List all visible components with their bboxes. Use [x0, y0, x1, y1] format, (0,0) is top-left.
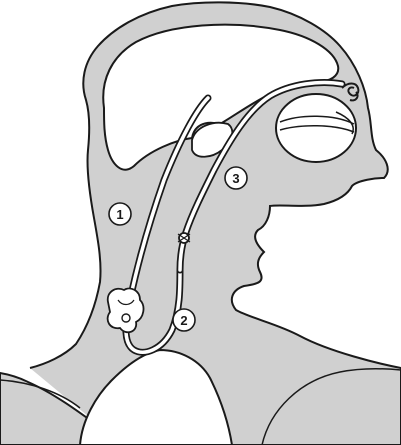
valve-connector — [178, 233, 190, 243]
callout-2: 2 — [173, 309, 195, 331]
callout-1-label: 1 — [116, 207, 123, 222]
callout-3-label: 3 — [232, 171, 239, 186]
eye-globe — [276, 94, 356, 162]
callout-1: 1 — [109, 203, 131, 225]
callout-3: 3 — [225, 167, 247, 189]
callout-2-label: 2 — [180, 313, 187, 328]
